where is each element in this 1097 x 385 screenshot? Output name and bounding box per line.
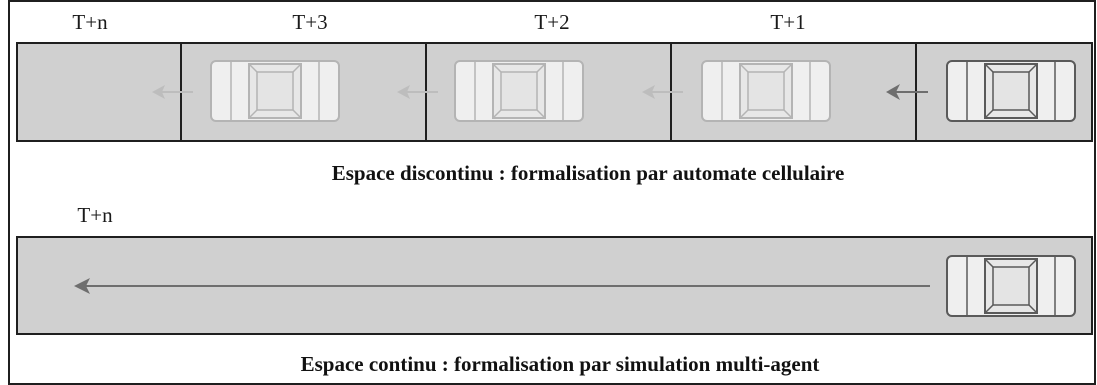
arrow-to-t3 [397, 85, 438, 99]
arrow-to-t2 [642, 85, 683, 99]
continuous-arrow [74, 278, 930, 294]
ghost-car-t1 [701, 60, 831, 122]
car-icon [946, 60, 1076, 122]
time-label-t1: T+1 [770, 10, 805, 34]
ghost-car-t2 [454, 60, 584, 122]
time-label-t2: T+2 [534, 10, 569, 34]
time-label-t3: T+3 [292, 10, 327, 34]
multi-agent-strip [16, 236, 1093, 335]
caption-discrete: Espace discontinu : formalisation par au… [332, 161, 845, 185]
cellular-automaton-strip [16, 42, 1093, 142]
arrow-to-t1 [886, 84, 928, 100]
time-label-continuous: T+n [77, 203, 113, 227]
car-icon-continuous [946, 255, 1076, 317]
time-label-tn: T+n [72, 10, 108, 34]
caption-continuous: Espace continu : formalisation par simul… [301, 352, 820, 376]
arrow-to-tn [152, 85, 193, 99]
ghost-car-t3 [210, 60, 340, 122]
